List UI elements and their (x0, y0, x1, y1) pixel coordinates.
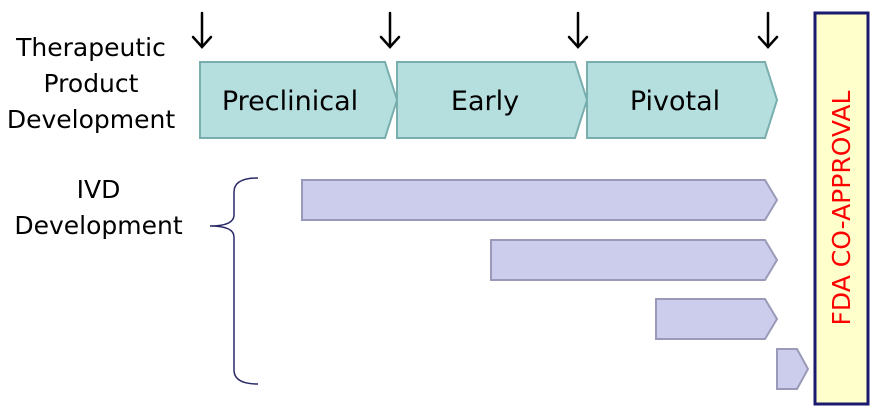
down-arrow-icon (191, 11, 213, 49)
therapeutic-label-line: Therapeutic (16, 33, 166, 62)
ivd-bar (776, 348, 810, 390)
down-arrow-icon (757, 11, 779, 49)
fda-approval-box (813, 11, 870, 406)
ivd-bar (301, 179, 779, 221)
therapeutic-label: Therapeutic Product Development (6, 30, 176, 138)
stage-early-shape (396, 61, 589, 139)
stage-pivotal-shape (586, 61, 779, 139)
ivd-bar (655, 298, 779, 340)
brace-shape (209, 177, 259, 385)
ivd-label-line: IVD (76, 175, 121, 204)
ivd-label-line: Development (14, 211, 183, 240)
stage-preclinical-label: Preclinical (222, 86, 358, 117)
ivd-label: IVD Development (6, 172, 191, 244)
ivd-bar (490, 239, 779, 281)
therapeutic-label-line: Development (6, 105, 176, 134)
stage-preclinical-shape (199, 61, 399, 139)
down-arrow-icon (379, 11, 401, 49)
therapeutic-label-line: Product (43, 69, 139, 98)
down-arrow-icon (567, 11, 589, 49)
stage-pivotal-label: Pivotal (630, 86, 720, 117)
stage-early-label: Early (451, 86, 519, 117)
fda-approval-text: FDA CO-APPROVAL (827, 90, 856, 325)
